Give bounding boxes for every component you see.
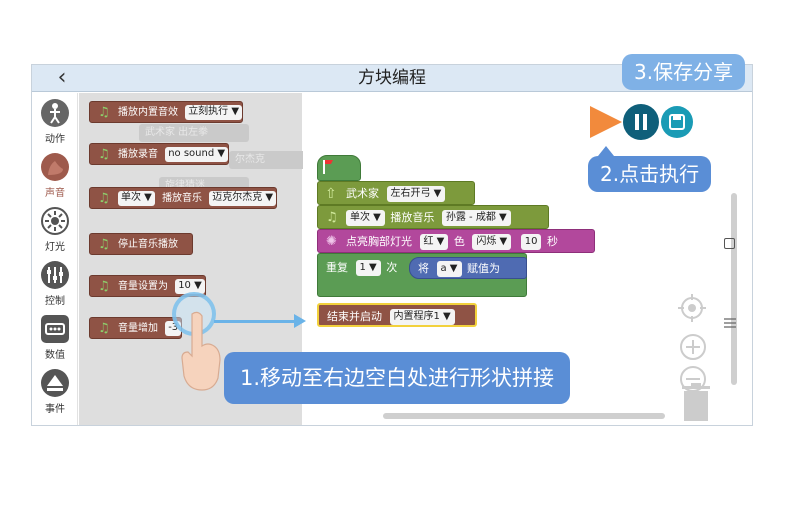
- page-title: 方块编程: [358, 68, 426, 88]
- light-icon: ✺: [326, 234, 337, 249]
- block-label: 结束并启动: [327, 310, 382, 323]
- block-text: 秒: [546, 235, 558, 248]
- slider-icon: [41, 261, 69, 289]
- workspace-canvas[interactable]: ⇧ 武术家 左右开弓 ▼ ♫ 单次 ▼ 播放音乐 孙露 - 成都 ▼ ✺ 点亮胸…: [303, 93, 752, 425]
- pause-icon: [635, 114, 647, 130]
- block-dropdown[interactable]: 迈克尔杰克 ▼: [209, 190, 277, 206]
- drag-arrow: [214, 320, 296, 323]
- block-dropdown[interactable]: no sound ▼: [165, 146, 229, 162]
- trash-icon[interactable]: [679, 382, 713, 422]
- palette-block-add-volume[interactable]: ♫ 音量增加 -3: [89, 317, 183, 339]
- save-button[interactable]: [661, 106, 693, 138]
- run-button[interactable]: [588, 104, 624, 140]
- block-label: 武术家: [346, 187, 379, 200]
- ghost-block: 武术家 出左拳: [139, 124, 249, 142]
- category-number[interactable]: 数值: [32, 313, 78, 365]
- workspace-block-end-start[interactable]: 结束并启动 内置程序1 ▼: [317, 303, 477, 327]
- category-light[interactable]: 灯光: [32, 205, 78, 257]
- block-dropdown[interactable]: 红 ▼: [419, 234, 449, 250]
- workspace-block-assign[interactable]: 将 a ▼ 赋值为: [409, 257, 527, 279]
- arrow-up-icon: ⇧: [325, 186, 337, 202]
- block-palette: 武术家 出左拳 尔杰克 旋律猜迷 ♫ 播放内置音效 立刻执行 ▼ ♫ 播放录音 …: [79, 93, 309, 425]
- workspace-block-martial[interactable]: ⇧ 武术家 左右开弓 ▼: [317, 181, 475, 205]
- menu-icon[interactable]: [724, 313, 736, 328]
- person-icon: [41, 99, 69, 127]
- palette-block-play-music[interactable]: ♫ 单次 ▼ 播放音乐 迈克尔杰克 ▼: [89, 187, 278, 209]
- block-label: 音量增加: [118, 323, 158, 334]
- workspace-block-play-music[interactable]: ♫ 单次 ▼ 播放音乐 孙露 - 成都 ▼: [317, 205, 549, 229]
- block-dropdown[interactable]: 单次 ▼: [346, 210, 385, 226]
- palette-block-play-recording[interactable]: ♫ 播放录音 no sound ▼: [89, 143, 230, 165]
- category-sidebar: 动作 声音 灯光 控制 数值: [32, 93, 78, 425]
- block-label: 停止音乐播放: [118, 239, 178, 250]
- category-control[interactable]: 控制: [32, 259, 78, 311]
- block-text: 赋值为: [467, 262, 500, 275]
- block-dropdown[interactable]: 闪烁 ▼: [472, 234, 512, 250]
- block-number-input[interactable]: 1 ▼: [355, 260, 381, 276]
- category-label: 声音: [45, 188, 65, 199]
- note-icon: ♫: [98, 105, 110, 120]
- note-icon: ♫: [98, 191, 110, 206]
- note-icon: ♫: [98, 321, 110, 336]
- drag-arrowhead-icon: [294, 314, 306, 328]
- block-number-input[interactable]: 10: [520, 234, 542, 250]
- start-flag-block[interactable]: [317, 155, 361, 181]
- number-icon: [41, 315, 69, 343]
- hand-pointer-icon: [180, 310, 226, 392]
- category-label: 事件: [45, 404, 65, 415]
- category-label: 动作: [45, 134, 65, 145]
- block-label: 音量设置为: [118, 281, 168, 292]
- recenter-icon[interactable]: [677, 293, 707, 323]
- horizontal-scrollbar[interactable]: [383, 413, 665, 419]
- play-icon: [590, 106, 622, 138]
- home-button-icon[interactable]: [724, 238, 735, 249]
- block-dropdown[interactable]: 内置程序1 ▼: [389, 309, 455, 325]
- note-icon: ♫: [98, 279, 110, 294]
- block-label: 点亮胸部灯光: [346, 235, 412, 248]
- block-label: 播放音乐: [390, 211, 435, 224]
- block-dropdown[interactable]: 10 ▼: [175, 278, 205, 294]
- workspace-block-chest-light[interactable]: ✺ 点亮胸部灯光 红 ▼ 色 闪烁 ▼ 10 秒: [317, 229, 595, 253]
- block-label: 播放内置音效: [118, 107, 178, 118]
- block-dropdown[interactable]: a ▼: [436, 261, 462, 277]
- save-icon: [669, 114, 685, 130]
- pause-button[interactable]: [623, 104, 659, 140]
- sound-icon: [41, 153, 69, 181]
- block-dropdown[interactable]: 孙露 - 成都 ▼: [441, 210, 511, 226]
- light-icon: [41, 207, 69, 235]
- event-icon: [41, 369, 69, 397]
- category-event[interactable]: 事件: [32, 367, 78, 419]
- palette-block-stop-music[interactable]: ♫ 停止音乐播放: [89, 233, 193, 255]
- note-icon: ♫: [98, 237, 110, 252]
- block-dropdown[interactable]: 左右开弓 ▼: [386, 186, 446, 202]
- category-sound[interactable]: 声音: [32, 151, 78, 203]
- block-label: 重复: [326, 261, 348, 274]
- note-icon: ♫: [326, 210, 338, 225]
- vertical-scrollbar[interactable]: [731, 193, 737, 385]
- callout-drag-hint: 1.移动至右边空白处进行形状拼接: [224, 352, 571, 404]
- palette-block-play-sfx[interactable]: ♫ 播放内置音效 立刻执行 ▼: [89, 101, 244, 123]
- block-label: 将: [418, 262, 429, 275]
- back-icon[interactable]: ‹: [57, 65, 67, 90]
- category-label: 灯光: [45, 242, 65, 253]
- block-text: 次: [386, 261, 398, 274]
- callout-pointer: [598, 146, 614, 156]
- callout-save-share: 3.保存分享: [622, 54, 746, 90]
- block-label: 播放音乐: [162, 193, 203, 204]
- zoom-in-icon[interactable]: [679, 333, 707, 361]
- category-label: 数值: [45, 350, 65, 361]
- block-dropdown[interactable]: 单次 ▼: [118, 190, 155, 206]
- block-dropdown[interactable]: 立刻执行 ▼: [185, 104, 243, 120]
- palette-block-set-volume[interactable]: ♫ 音量设置为 10 ▼: [89, 275, 206, 297]
- note-icon: ♫: [98, 147, 110, 162]
- block-text: 色: [453, 235, 465, 248]
- category-action[interactable]: 动作: [32, 97, 78, 149]
- category-label: 控制: [45, 296, 65, 307]
- flag-icon: [323, 160, 333, 174]
- block-label: 播放录音: [118, 149, 158, 160]
- callout-run: 2.点击执行: [588, 156, 712, 192]
- ghost-block: 尔杰克: [229, 151, 309, 169]
